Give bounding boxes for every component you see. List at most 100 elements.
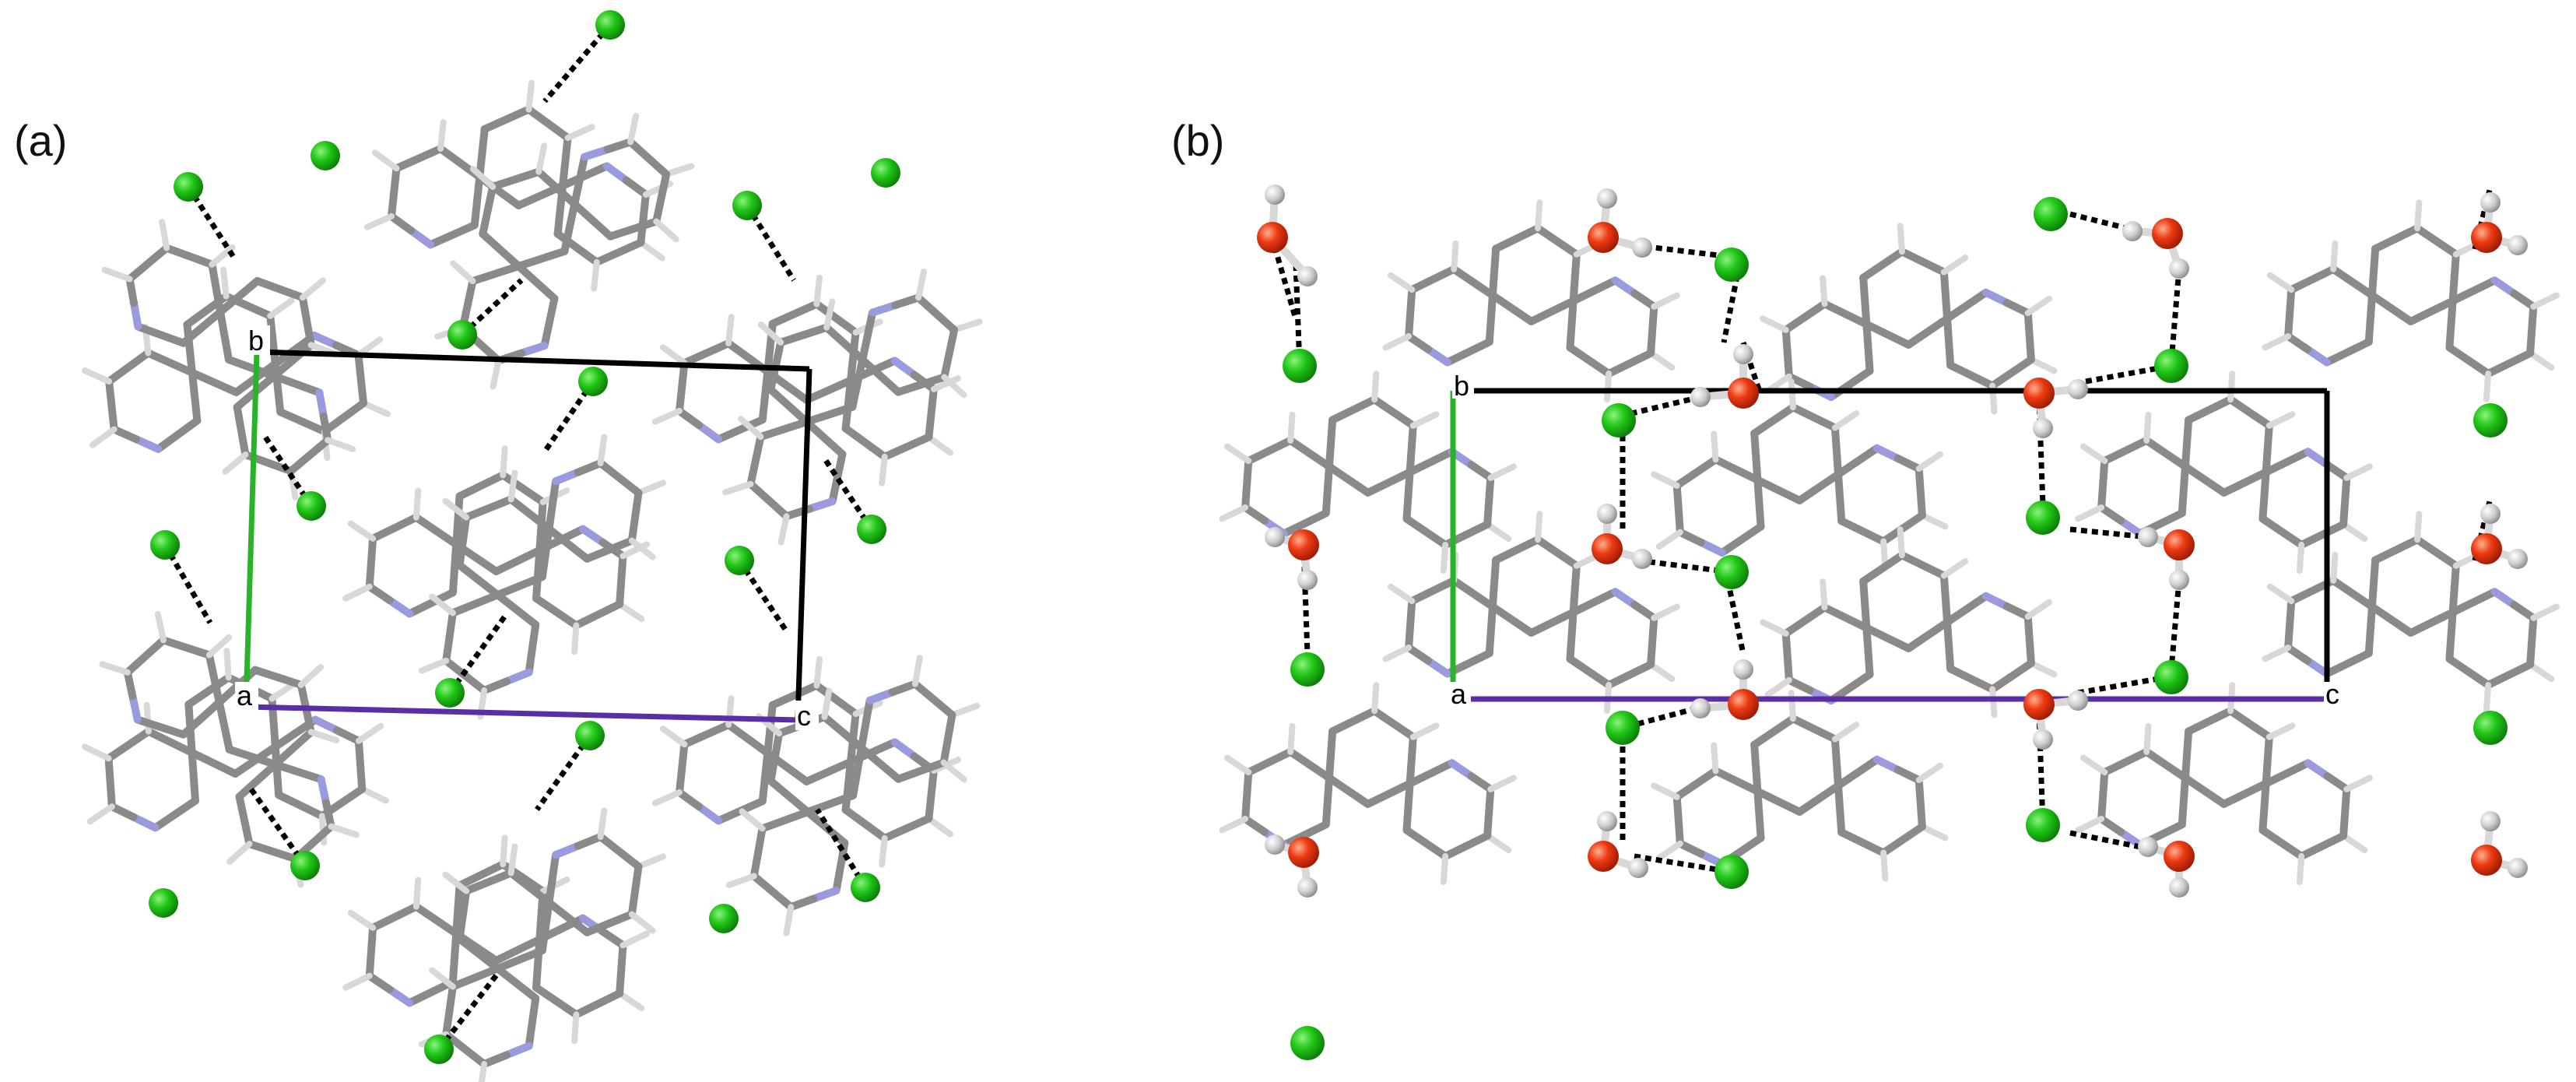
c-bond <box>2484 349 2535 378</box>
c-bond <box>803 791 858 817</box>
h-bond-stub <box>1651 782 1680 800</box>
c-bond <box>1569 561 1581 617</box>
n-bond <box>552 468 582 486</box>
h-bond-stub <box>653 218 679 243</box>
c-bond <box>1862 320 1913 349</box>
c-bond <box>123 636 167 676</box>
chloride-ion <box>595 10 625 40</box>
n-bond <box>317 775 331 807</box>
c-bond <box>574 832 605 850</box>
axis-c <box>245 704 798 723</box>
c-bond <box>2329 576 2376 611</box>
c-bond <box>235 792 254 848</box>
c-bond <box>426 221 479 249</box>
hydrogen-bond <box>437 971 500 1052</box>
h-bond-stub <box>1915 762 1944 784</box>
c-bond <box>725 721 772 757</box>
c-bond <box>680 339 733 367</box>
h-bond-stub <box>1409 411 1440 429</box>
c-bond <box>479 182 497 238</box>
n-bond <box>809 887 841 903</box>
h-bond-stub <box>637 239 665 262</box>
c-bond <box>365 923 377 980</box>
h-bond-stub <box>81 367 113 385</box>
c-bond <box>1862 320 1874 375</box>
c-bond <box>452 881 464 938</box>
c-bond <box>535 167 579 209</box>
h-bond-stub <box>722 480 754 496</box>
c-bond <box>680 721 733 749</box>
c-bond <box>1406 421 1417 476</box>
c-bond <box>1406 448 1456 476</box>
c-bond <box>1534 536 1581 570</box>
h-bond-stub <box>2227 371 2236 403</box>
chloride-ion <box>447 320 477 350</box>
h-bond-stub <box>418 657 450 674</box>
h-bond-stub <box>2296 542 2305 574</box>
h-bond-stub <box>949 702 981 718</box>
h-bond-stub <box>597 434 608 466</box>
chloride-ion <box>297 491 326 521</box>
panel-a-unit-cell <box>243 349 812 723</box>
c-bond <box>1566 297 1578 352</box>
h-bond-stub <box>478 1061 488 1082</box>
chloride-ion <box>311 141 340 170</box>
hydrogen-bond <box>2036 396 2046 507</box>
c-bond <box>480 1051 511 1069</box>
c-bond <box>1402 779 1414 834</box>
n-bond <box>552 841 582 859</box>
h-bond-stub <box>2414 511 2423 543</box>
h-bond-stub <box>507 469 518 503</box>
chloride-ion <box>1714 248 1749 282</box>
h-bond-stub <box>1387 583 1416 605</box>
h-bond-stub <box>2483 682 2492 714</box>
c-bond <box>1325 774 1372 808</box>
c-bond <box>1820 603 1871 632</box>
hydrogen-bond <box>1725 579 1746 655</box>
c-bond <box>1328 395 1379 424</box>
c-bond <box>275 791 326 820</box>
n-bond <box>869 300 900 317</box>
c-bond <box>538 525 553 581</box>
axis-label-bg <box>247 325 270 355</box>
c-bond <box>455 887 471 943</box>
c-bond <box>598 927 627 950</box>
c-bond <box>2262 759 2312 788</box>
h-bond-stub <box>1940 558 1969 579</box>
h-bond-stub <box>2330 240 2339 272</box>
c-bond <box>2339 473 2351 529</box>
c-bond <box>914 293 959 334</box>
h-bond-stub <box>1487 463 1517 481</box>
hydrogen-atom <box>1628 858 1648 878</box>
c-bond <box>758 808 812 833</box>
c-bond <box>848 356 867 411</box>
c-bond <box>627 489 643 545</box>
c-bond <box>216 307 233 364</box>
c-bond <box>2258 515 2306 550</box>
h-bond-stub <box>821 687 833 721</box>
h-bond-stub <box>1989 686 1998 718</box>
phenanthroline-molecule <box>342 445 651 655</box>
h-bond-stub <box>1918 511 1949 530</box>
c-bond <box>469 262 523 286</box>
c-bond <box>637 190 650 247</box>
n-bond <box>129 813 160 832</box>
panel-a-label: (a) <box>14 116 67 165</box>
phenanthroline-molecule <box>725 655 981 936</box>
c-bond <box>714 416 767 444</box>
c-bond <box>1402 468 1414 523</box>
h-bond-stub <box>1897 526 1905 559</box>
h-bond-stub <box>571 1011 580 1045</box>
h-bond-stub <box>429 593 456 617</box>
c-bond <box>768 300 821 328</box>
hydrogen-atom <box>2508 235 2528 255</box>
chloride-ion <box>435 678 465 708</box>
c-bond <box>514 247 569 270</box>
h-bond-stub <box>2262 332 2292 351</box>
c-bond <box>676 406 704 430</box>
c-bond <box>320 399 367 436</box>
h-bond-stub <box>659 725 688 748</box>
c-bond <box>271 760 325 784</box>
c-bond <box>812 300 860 337</box>
c-bond <box>532 594 581 630</box>
